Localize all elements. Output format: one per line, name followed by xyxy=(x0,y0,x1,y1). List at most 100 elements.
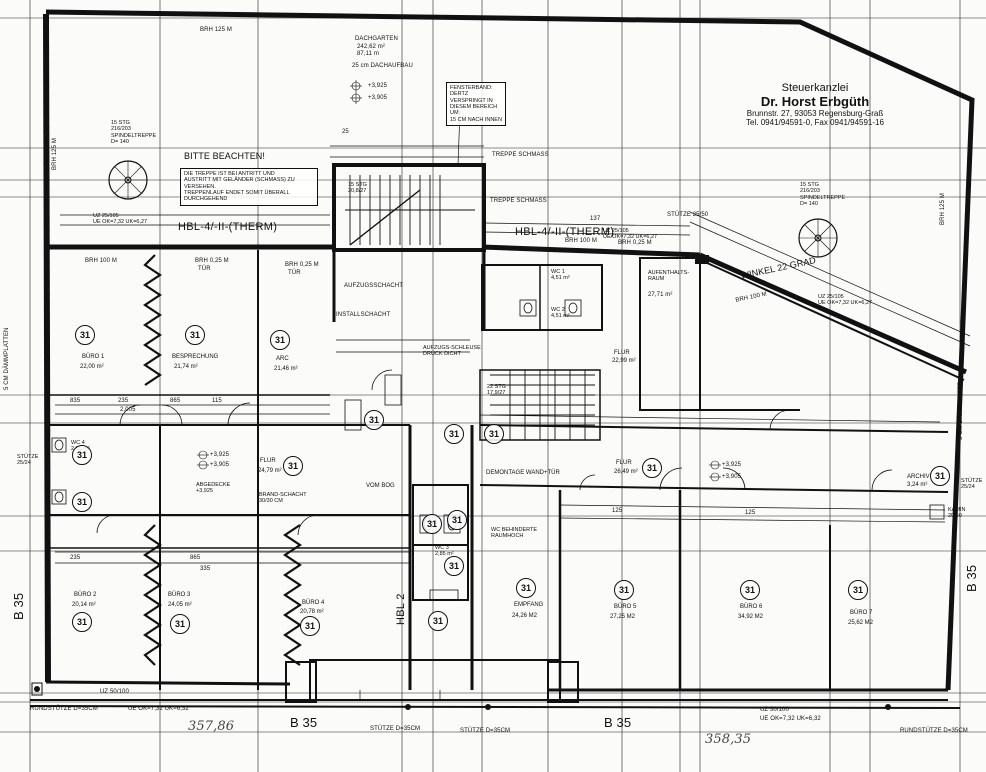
fire-rating-circle-wc3: 31 xyxy=(422,514,442,534)
room-flur-right-name: FLUR xyxy=(616,460,632,466)
brh-top-label: BRH 125 M xyxy=(200,27,232,33)
dim-label-10: 125 xyxy=(745,510,756,516)
dim-label-7: 865 xyxy=(190,555,201,561)
stuetze-label-3: STÜTZE D=35CM xyxy=(460,728,511,734)
fire-rating-circle-empfang: 31 xyxy=(516,578,536,598)
fire-rating-circle-wc4: 31 xyxy=(447,510,467,530)
room-buro2-name: BÜRO 2 xyxy=(74,592,97,598)
room-buro4-area: 20,78 m² xyxy=(300,609,324,615)
brh-right-vertical: BRH 125 M xyxy=(940,193,946,225)
stuetze-label-2: STÜTZE D=35CM xyxy=(370,726,421,732)
room-arc-area: 21,46 m² xyxy=(274,366,298,372)
wc-behinderte-label: WC BEHINDERTE RAUMHOCH xyxy=(491,527,538,540)
brh-label-4: BRH 100 M xyxy=(565,238,597,244)
kamin-label: KAMIN 20/50 xyxy=(948,507,966,520)
room-buro3-area: 24,05 m² xyxy=(168,602,192,608)
treppe-schmass-label-1: TREPPE SCHMASS xyxy=(492,152,549,158)
title-block: Steuerkanzlei Dr. Horst Erbgüth Brunnstr… xyxy=(730,82,900,127)
tur-label-2: TÜR xyxy=(288,270,301,276)
b35-right: B 35 xyxy=(964,564,979,592)
dim-label-6: 235 xyxy=(70,555,81,561)
heating-coils xyxy=(143,254,302,666)
rundstuetze-label-1: RUNDSTÜTZE D=35CM xyxy=(30,706,98,712)
room-arc-name: ARC xyxy=(276,356,289,362)
hbl-2-label: HBL 2 xyxy=(395,593,407,625)
fire-rating-circle-buro5: 31 xyxy=(614,580,634,600)
fire-rating-circle-wc-left-2: 31 xyxy=(72,492,92,512)
dachgarten-label: DACHGARTEN xyxy=(355,36,398,42)
dim-label-9: 125 xyxy=(612,508,623,514)
spiral-stairs xyxy=(108,160,838,258)
room-buro3-name: BÜRO 3 xyxy=(168,592,191,598)
rundstuetze-label-4: RUNDSTÜTZE D=35CM xyxy=(900,728,968,734)
fire-rating-circle-arc: 31 xyxy=(270,330,290,350)
dachaufbau-label: 25 cm DACHAUFBAU xyxy=(352,63,413,69)
dimension-lines xyxy=(55,109,971,700)
brh-label-2: BRH 0,25 M xyxy=(195,258,229,264)
room-besprechung-name: BESPRECHUNG xyxy=(172,354,219,360)
dim-label-2: 235 xyxy=(118,398,129,404)
treppe-schmass-label-2: TREPPE SCHMASS xyxy=(490,198,547,204)
fire-rating-circle-buro2: 31 xyxy=(72,612,92,632)
level-3905-right: +3,905 xyxy=(722,474,742,480)
brh-label-3: BRH 0,25 M xyxy=(285,262,319,268)
spiral-stair-right xyxy=(798,218,838,258)
title-line-1: Steuerkanzlei xyxy=(781,82,849,94)
level-3925-right: +3,925 xyxy=(722,462,742,468)
dim-label-8: 335 xyxy=(200,566,211,572)
stuetze-right-label: STÜTZE 25/24 xyxy=(961,478,983,491)
room-buro1-name: BÜRO 1 xyxy=(82,354,105,360)
stair-22-label: 22 STG 17,9/27 xyxy=(487,384,506,397)
room-flur-right-area: 26,49 m² xyxy=(614,469,638,475)
level-3905-top: +3,905 xyxy=(368,95,388,101)
level-3925-mid: +3,925 xyxy=(210,452,230,458)
room-buro7-name: BÜRO 7 xyxy=(850,610,873,616)
column-markers xyxy=(31,255,891,710)
ue-left-label: UZ 25/105 UE OK=7,32 UK=6,27 xyxy=(93,213,148,226)
room-buro1-area: 22,00 m² xyxy=(80,364,104,370)
room-flur-left-name: FLUR xyxy=(260,458,276,464)
handwritten-note-2: 358,35 xyxy=(705,732,752,747)
fire-rating-circle-archiv: 31 xyxy=(930,466,950,486)
room-flur-mid-area: 22,99 m² xyxy=(612,358,636,364)
room-besprechung-area: 21,74 m² xyxy=(174,364,198,370)
handwritten-note-1: 357,86 xyxy=(188,719,235,734)
stair-22 xyxy=(490,370,595,440)
room-flur-mid-name: FLUR xyxy=(614,350,630,356)
fire-rating-circle-buro3: 31 xyxy=(170,614,190,634)
fire-rating-circle-buro1: 31 xyxy=(75,325,95,345)
fire-rating-circle-buro7: 31 xyxy=(848,580,868,600)
wc3-label: WC 3 2,85 m² xyxy=(435,545,454,558)
fire-rating-circle-flur-right: 31 xyxy=(642,458,662,478)
room-archiv-area: 3,24 m² xyxy=(907,482,928,488)
level-3925-top: +3,925 xyxy=(368,83,388,89)
interior-walls xyxy=(48,163,968,703)
bitte-beachten-label: BITTE BEACHTEN! xyxy=(184,151,266,161)
stair-15-label: 15 STG 20,8/27 xyxy=(348,182,367,195)
fensterband-note: FENSTERBAND: DERTZ VERSPRINGT IN DIESEM … xyxy=(446,82,506,126)
fire-rating-circle-flur-left: 31 xyxy=(283,456,303,476)
brh-label-1: BRH 100 M xyxy=(85,258,117,264)
room-buro4-name: BÜRO 4 xyxy=(302,600,325,606)
brh-label-5: BRH 0,25 M xyxy=(618,240,652,246)
fire-rating-circle-besprechung: 31 xyxy=(185,325,205,345)
dim-label-1: 835 xyxy=(70,398,81,404)
aufzugsschacht-label: AUFZUGSSCHACHT xyxy=(344,283,404,289)
ue-right-label: UZ 25/105 UE OK=7,32 UK=6,27 xyxy=(818,294,873,307)
dim-label-12: 25 xyxy=(342,129,349,135)
ue-bottom-left-1: UZ 50/100 xyxy=(100,689,129,695)
room-buro5-area: 27,25 M2 xyxy=(610,614,636,620)
vom-bog-label: VOM BOG xyxy=(366,483,395,489)
hbl-left-label: HBL-4/-II-(THERM) xyxy=(178,221,278,233)
level-3905-mid: +3,905 xyxy=(210,462,230,468)
room-archiv-name: ARCHIV xyxy=(907,474,930,480)
room-flur-left-area: 24,79 m² xyxy=(258,468,282,474)
ue-bottom-right-1: UZ 50/100 xyxy=(760,707,789,713)
title-line-2: Dr. Horst Erbgüth xyxy=(760,94,870,109)
spindel-stair-left-label: 15 STG 216/203 SPINDELTREPPE D= 140 xyxy=(111,120,157,145)
b35-bottom-2: B 35 xyxy=(604,715,632,730)
daemmplatte-right: 5 CM DÄMMPLATTE xyxy=(958,381,964,440)
dachgarten-area: 242,62 m² xyxy=(357,44,385,50)
fire-rating-circle-buro6: 31 xyxy=(740,580,760,600)
